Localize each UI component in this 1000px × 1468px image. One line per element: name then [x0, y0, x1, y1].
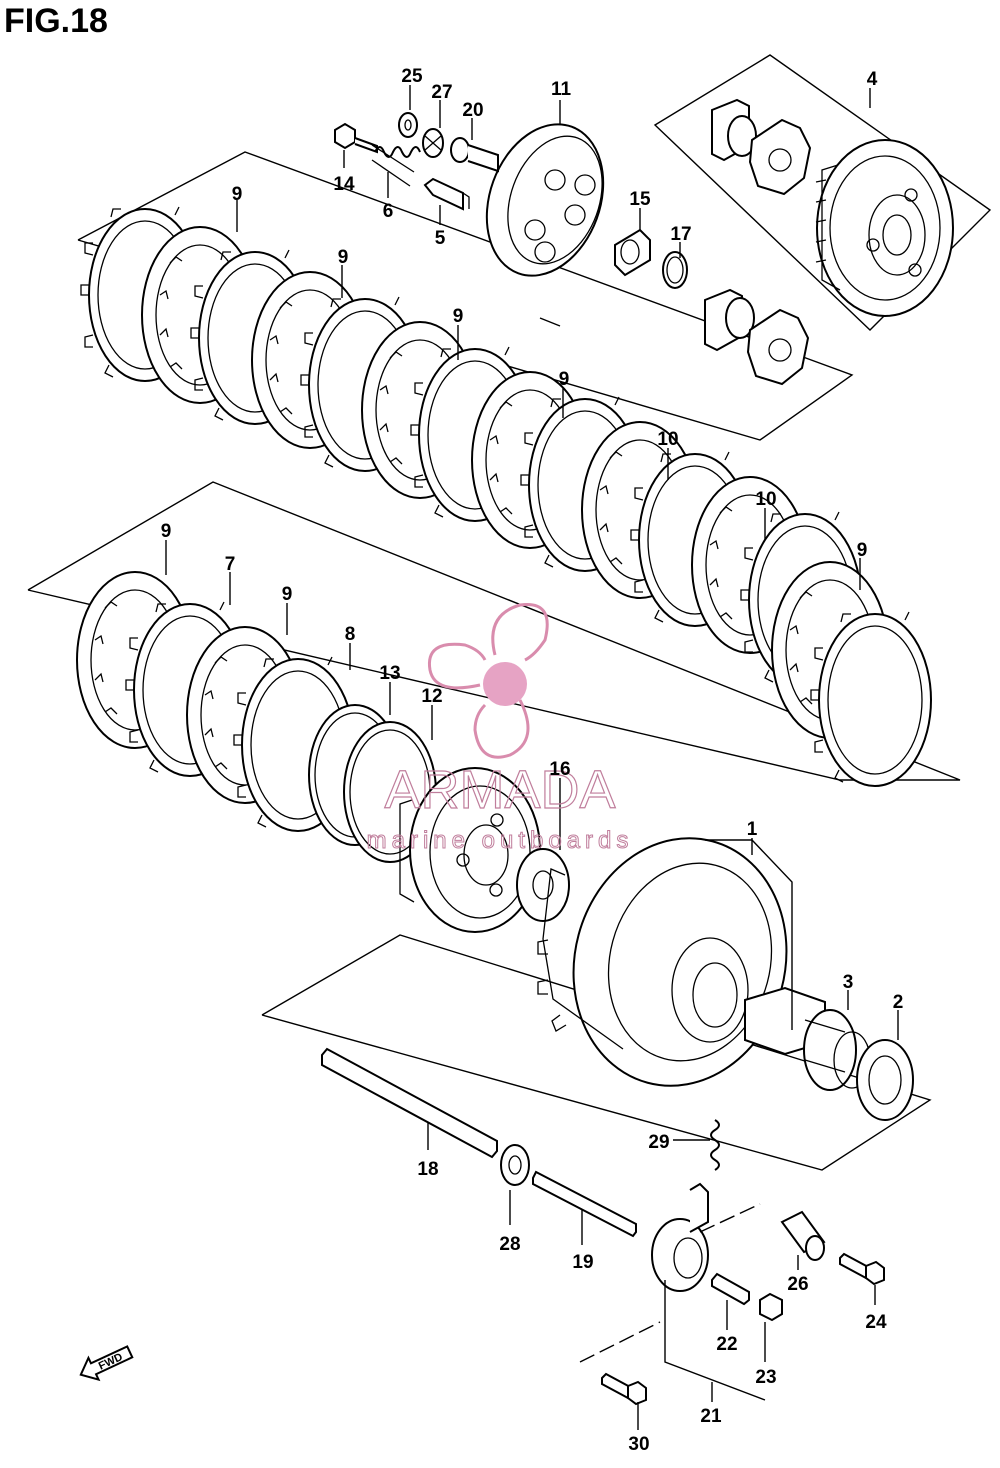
part-label-9-c: 9 — [453, 306, 464, 327]
fwd-direction-badge: FWD — [79, 1345, 134, 1382]
part-label-19: 19 — [572, 1252, 593, 1273]
leader-lines — [165, 85, 899, 1430]
part-label-28: 28 — [499, 1234, 520, 1255]
part-label-20: 20 — [462, 100, 483, 121]
part-label-1: 1 — [747, 819, 758, 840]
part-label-26: 26 — [787, 1274, 808, 1295]
watermark-tagline: marine outboards — [367, 827, 634, 854]
part-label-18: 18 — [417, 1159, 438, 1180]
bolt-14 — [334, 122, 378, 154]
part-label-12: 12 — [421, 686, 442, 707]
part-label-11: 11 — [551, 79, 572, 100]
part-label-15: 15 — [629, 189, 651, 210]
part-label-29: 29 — [648, 1132, 669, 1153]
spring-29 — [710, 1119, 720, 1171]
part-label-6: 6 — [383, 201, 394, 222]
pressure-plate — [485, 123, 605, 277]
part-label-2: 2 — [893, 992, 904, 1013]
bolt-24 — [839, 1252, 885, 1286]
oil-seal-28 — [500, 1144, 530, 1186]
part-label-9-d: 9 — [559, 369, 570, 390]
part-label-27: 27 — [431, 82, 452, 103]
watermark-logo: ARMADA marine outboards — [366, 602, 634, 855]
bolt-30 — [601, 1372, 647, 1406]
washer-25 — [398, 112, 418, 138]
figure-title: FIG.18 — [4, 2, 108, 40]
frame-part4 — [653, 54, 992, 331]
part-label-24: 24 — [865, 1312, 887, 1333]
watermark-hub — [483, 662, 527, 706]
part-label-3: 3 — [843, 972, 854, 993]
bushing-26 — [780, 1210, 826, 1261]
part-label-10-b: 10 — [755, 489, 776, 510]
clutch-housing — [537, 837, 788, 1087]
part-label-30: 30 — [628, 1434, 649, 1455]
part-label-9-f: 9 — [161, 521, 172, 542]
part-label-4: 4 — [867, 69, 878, 90]
part-label-7: 7 — [225, 554, 236, 575]
washer-2 — [856, 1039, 914, 1121]
lock-washer-27 — [422, 128, 444, 158]
frame-upper-tick — [539, 317, 561, 327]
watermark-name: ARMADA — [384, 760, 615, 820]
part-label-22: 22 — [716, 1334, 737, 1355]
frame-middle — [27, 481, 961, 781]
release-rack — [450, 137, 499, 173]
part-label-23: 23 — [755, 1367, 776, 1388]
part-label-5: 5 — [435, 228, 446, 249]
spring-pin — [423, 177, 470, 211]
part-label-25: 25 — [401, 66, 423, 87]
push-rod-18 — [321, 1047, 498, 1159]
part-label-14: 14 — [333, 174, 355, 195]
part-label-8: 8 — [345, 624, 356, 645]
part-number-labels: 25 27 20 11 4 14 6 5 15 17 9 9 9 9 10 10… — [161, 66, 904, 1455]
part-label-10-a: 10 — [657, 429, 678, 450]
washer-16 — [516, 848, 570, 922]
frame-lower — [261, 934, 932, 1171]
lower-plate-stack — [76, 571, 437, 863]
part-label-9-b: 9 — [338, 247, 349, 268]
circlip-17 — [662, 251, 688, 289]
part-label-21: 21 — [700, 1406, 722, 1427]
screw-22 — [711, 1272, 750, 1306]
nut-23 — [759, 1292, 783, 1322]
release-cam-assembly — [651, 1182, 709, 1292]
part-label-13: 13 — [379, 663, 400, 684]
primary-driven-gear-assembly — [704, 98, 954, 386]
part-label-9-e: 9 — [857, 540, 868, 561]
fwd-label: FWD — [97, 1351, 125, 1372]
push-rod-19 — [532, 1170, 637, 1238]
part-label-16: 16 — [549, 759, 570, 780]
clutch-spring — [371, 144, 421, 187]
bearing-15 — [614, 228, 651, 277]
part-label-9-a: 9 — [232, 184, 243, 205]
part-label-17: 17 — [670, 224, 691, 245]
needle-bearing — [744, 986, 871, 1091]
part-label-9-g: 9 — [282, 584, 293, 605]
